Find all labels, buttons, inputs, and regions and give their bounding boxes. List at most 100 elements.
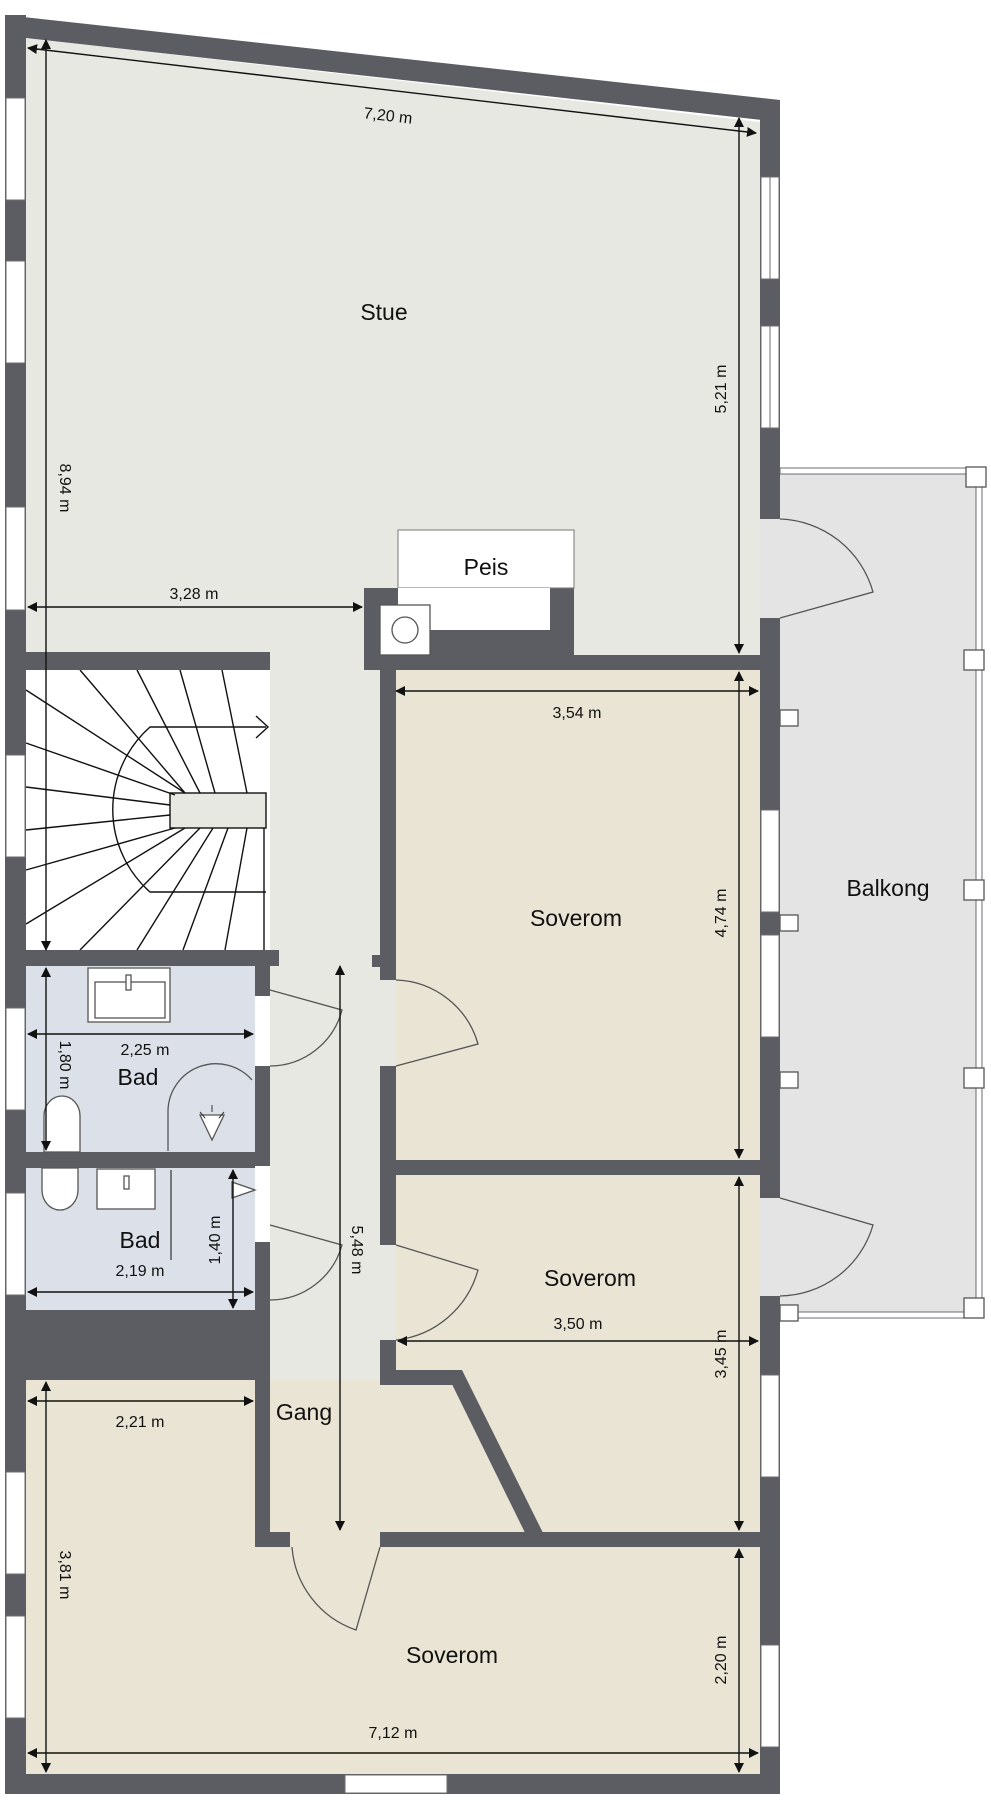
wall-gang-left	[255, 1380, 270, 1547]
balcony-door-opening	[760, 1198, 780, 1296]
window	[5, 260, 26, 364]
wall-soverom-mid-left-upper	[380, 670, 396, 980]
room-label-soverom-mid: Soverom	[530, 905, 622, 931]
door-stue-balcony[interactable]	[779, 518, 874, 619]
wall-stairs-top	[26, 652, 270, 670]
room-label-stue: Stue	[360, 299, 407, 325]
window	[5, 1471, 26, 1575]
balcony-post	[963, 879, 985, 901]
window	[760, 934, 780, 1038]
dim-bad-1-width: 2,25 m	[121, 1042, 170, 1059]
dim-soverom-bottom-left-height: 3,81 m	[56, 1551, 73, 1600]
dim-soverom-2-height: 3,45 m	[713, 1330, 730, 1379]
dim-bad-2-width: 2,19 m	[116, 1263, 165, 1280]
wall-soverom-mid-left-lower	[380, 1066, 396, 1176]
window	[5, 754, 26, 858]
balcony-post	[963, 1067, 985, 1089]
shower-head-icon	[198, 1114, 226, 1142]
door-soverom-balcony[interactable]	[779, 1197, 874, 1297]
wall-bad-bottom	[26, 1310, 270, 1380]
walls	[5, 15, 780, 1794]
wall-soverom-2-jog	[380, 1370, 460, 1385]
wall-left	[5, 15, 26, 1794]
balcony-post	[779, 709, 799, 727]
balcony-post	[779, 1304, 799, 1322]
peis-hearth	[397, 529, 575, 589]
dim-stue-height-right: 5,21 m	[713, 365, 730, 414]
flue-circle-icon	[391, 616, 419, 644]
balcony-post	[965, 466, 987, 488]
balcony-post	[779, 1071, 799, 1089]
balcony-floor	[780, 470, 976, 1318]
room-labels: Stue Peis Soverom Soverom Soverom Bad Ba…	[118, 299, 930, 1668]
window	[760, 1374, 780, 1478]
windows	[5, 97, 780, 1794]
wall-soverom-mid-bottom	[380, 1160, 760, 1175]
staircase	[25, 669, 270, 951]
faucet-icon	[125, 974, 132, 991]
soverom-bottom-floor	[26, 1380, 760, 1774]
door-soverom-mid[interactable]	[395, 979, 479, 1067]
window	[5, 97, 26, 201]
stue-floor	[26, 38, 760, 655]
dimension-labels: 7,20 m 8,94 m 3,28 m 5,21 m 3,54 m 4,74 …	[56, 105, 730, 1742]
window	[5, 1192, 26, 1296]
room-label-gang: Gang	[276, 1399, 332, 1425]
wall-soverom-2-slant	[445, 1370, 550, 1547]
window	[760, 1644, 780, 1748]
dim-soverom-2-width: 3,50 m	[554, 1316, 603, 1333]
chimney-flue	[379, 604, 431, 656]
window	[344, 1774, 448, 1794]
dim-stue-to-chimney: 3,28 m	[170, 586, 219, 603]
room-label-balkong: Balkong	[846, 875, 929, 901]
balcony-railing-bottom	[779, 1311, 981, 1319]
balcony	[779, 466, 987, 1322]
room-label-bad-2: Bad	[120, 1227, 161, 1253]
dim-soverom-mid-width: 3,54 m	[553, 705, 602, 722]
wall-stairs-bottom	[26, 950, 279, 966]
dim-bad-2-height: 1,40 m	[207, 1216, 224, 1265]
faucet-icon	[123, 1175, 130, 1190]
dim-stue-width: 7,20 m	[363, 105, 414, 128]
fireplace	[379, 529, 575, 656]
bath-fixtures	[41, 967, 257, 1260]
dim-gang-length: 5,48 m	[348, 1226, 365, 1275]
window	[5, 506, 26, 611]
balcony-door-opening	[760, 519, 780, 618]
dim-soverom-bottom-left-width: 2,21 m	[116, 1414, 165, 1431]
dimension-lines	[27, 39, 759, 1773]
dim-soverom-bottom-right-height: 2,20 m	[713, 1636, 730, 1685]
door-openings	[760, 519, 780, 1296]
room-label-peis: Peis	[464, 554, 509, 580]
balcony-railing-top	[779, 467, 981, 475]
wall-stub	[372, 955, 382, 967]
door-soverom-bottom[interactable]	[291, 1546, 381, 1631]
toilet-icon	[41, 1167, 79, 1211]
wall-soverom-2-left-upper	[380, 1175, 396, 1245]
shower-curtain	[167, 1063, 253, 1151]
dim-soverom-bottom-width: 7,12 m	[369, 1725, 418, 1742]
wall-bad-1-right-upper	[255, 966, 270, 996]
toilet-icon	[43, 1095, 81, 1153]
window	[5, 1007, 26, 1111]
floors	[26, 38, 760, 1774]
wall-gang-bottom-right	[380, 1532, 400, 1547]
balcony-post	[963, 1297, 985, 1319]
dim-bad-1-height: 1,80 m	[56, 1041, 73, 1090]
wall-bad-divider	[26, 1152, 255, 1168]
room-label-bad-1: Bad	[118, 1064, 159, 1090]
balcony-post	[779, 914, 799, 932]
dim-stue-height-left: 8,94 m	[56, 464, 73, 513]
window	[5, 1615, 26, 1719]
window	[760, 809, 780, 913]
wall-gang-bottom-left	[255, 1532, 290, 1547]
soverom-mid-floor	[396, 670, 760, 1160]
chimney-right	[550, 588, 574, 630]
wall-soverom-2-bottom	[396, 1532, 760, 1547]
room-label-soverom-bottom: Soverom	[406, 1642, 498, 1668]
wall-stue-bottom	[574, 655, 760, 670]
balcony-post	[963, 649, 985, 671]
wall-bad-right-mid	[255, 1066, 270, 1166]
dim-soverom-mid-height: 4,74 m	[713, 889, 730, 938]
